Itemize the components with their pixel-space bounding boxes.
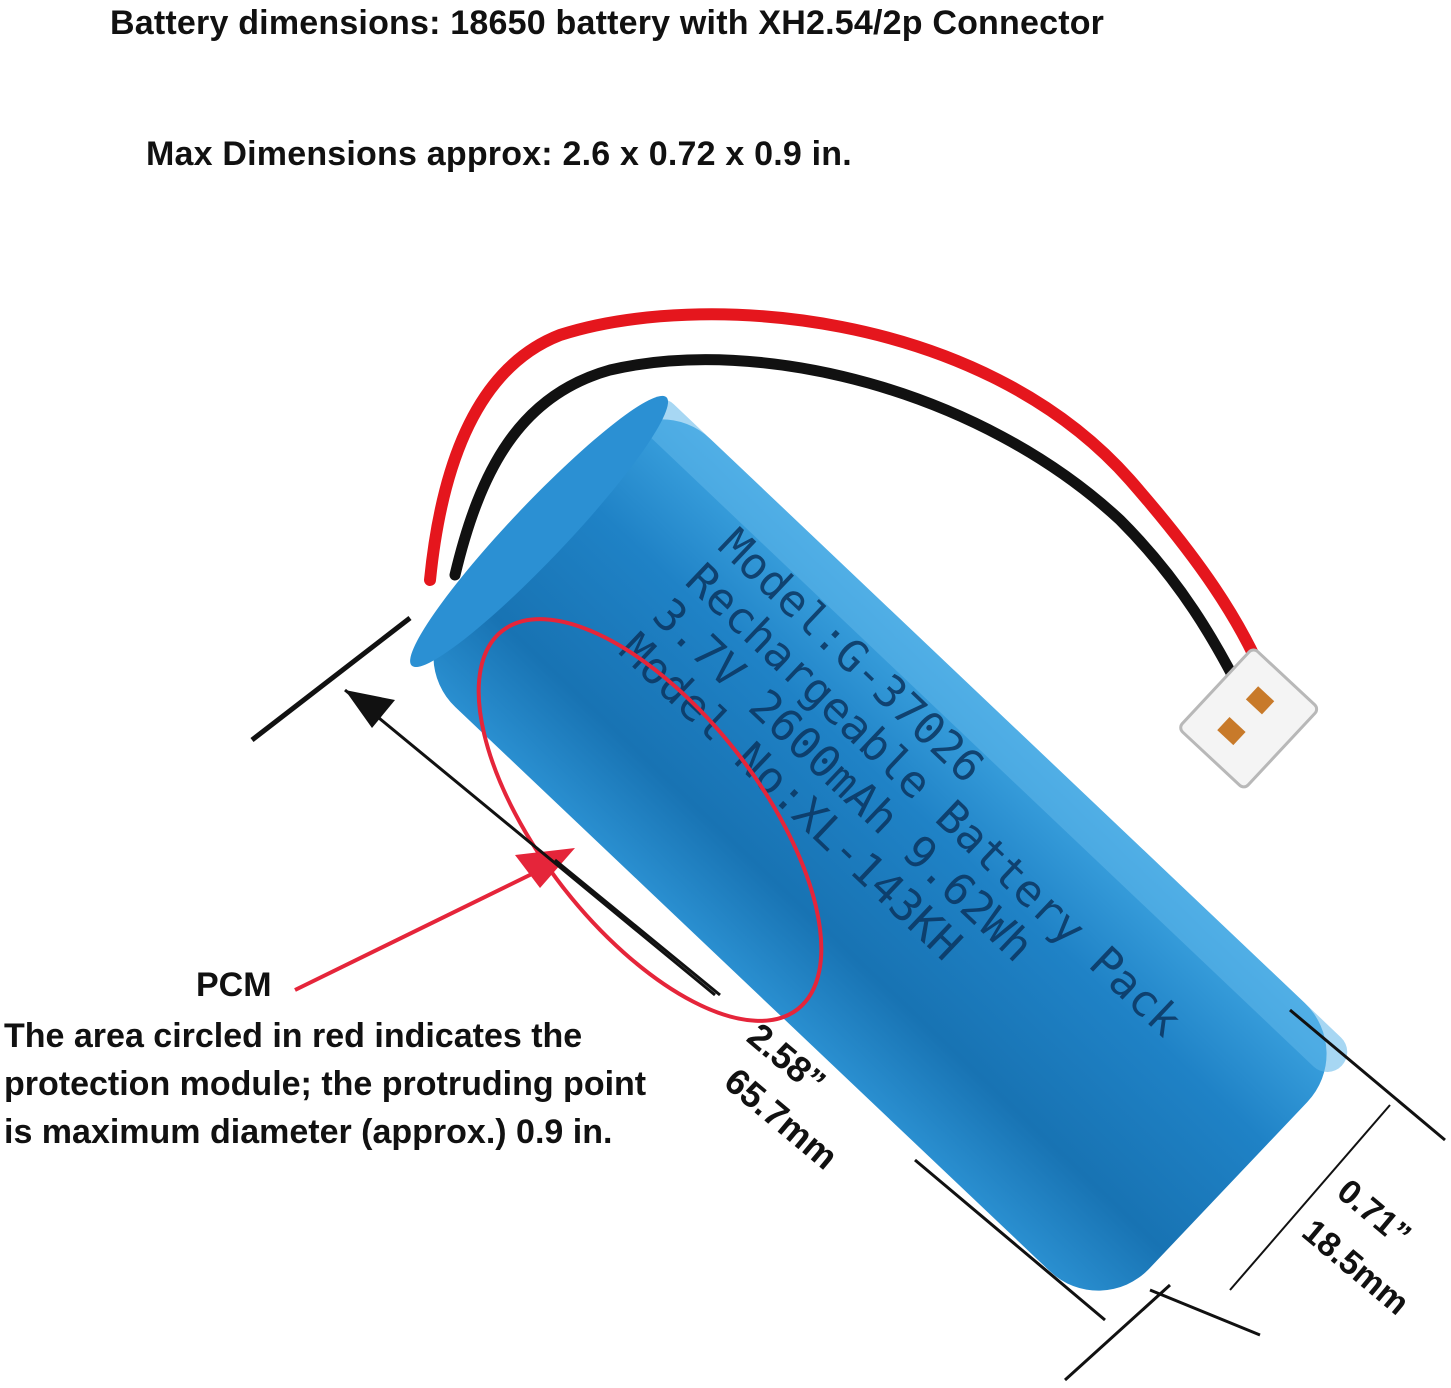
pcm-label: PCM [196,966,272,1004]
headline-max-dimensions: Max Dimensions approx: 2.6 x 0.72 x 0.9 … [146,135,852,173]
black-wire [449,354,1251,706]
length-dimension-line [344,688,716,997]
red-wire [424,308,1271,686]
length-extension-line-top [250,616,412,742]
pcm-arrow-line [294,868,541,992]
diameter-dimension-line [1229,1104,1391,1291]
diameter-extension-line-bottom [1149,1288,1261,1337]
diameter-extension-line-top [1289,1008,1446,1142]
length-arrow-head [345,690,395,728]
diameter-bottom-stub [1063,1283,1172,1382]
xh-connector [1179,648,1319,789]
length-extension-line-bottom [914,1158,1106,1322]
pcm-highlight-circle [476,617,824,1023]
headline-battery-dimensions: Battery dimensions: 18650 battery with X… [110,4,1105,42]
pcm-description: The area circled in red indicates the pr… [4,1017,647,1151]
pcm-arrow-head [515,848,575,888]
length-tick-mid [554,858,721,997]
